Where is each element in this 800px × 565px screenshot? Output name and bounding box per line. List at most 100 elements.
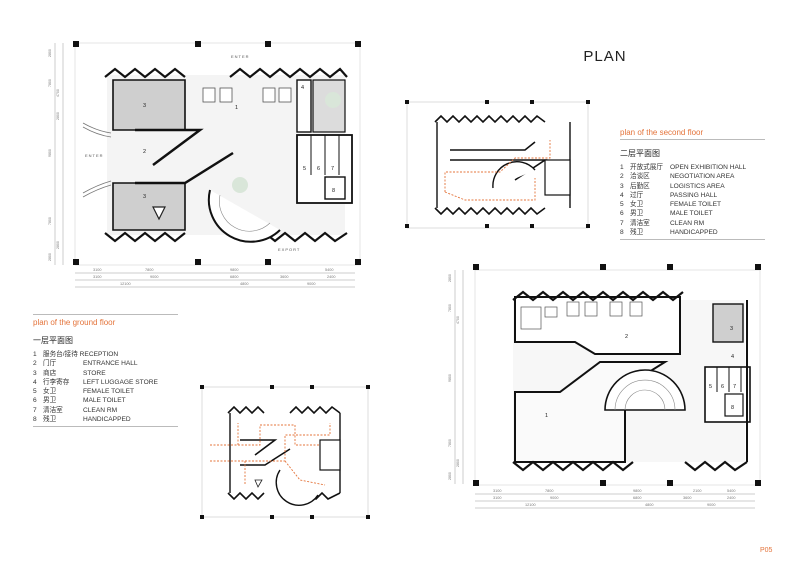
legend-divider [620, 139, 765, 140]
svg-text:4700: 4700 [56, 89, 60, 97]
circulation-route [444, 140, 551, 201]
svg-text:3100: 3100 [493, 496, 501, 500]
svg-text:4800: 4800 [240, 282, 248, 286]
legend-divider [33, 314, 178, 315]
svg-text:ENTER: ENTER [85, 153, 104, 158]
svg-text:12100: 12100 [120, 282, 131, 286]
svg-text:2400: 2400 [327, 275, 335, 279]
svg-text:2100: 2100 [693, 489, 701, 493]
svg-text:2800: 2800 [56, 241, 60, 249]
ground-floor-building [82, 67, 353, 243]
svg-text:4700: 4700 [456, 316, 460, 324]
svg-text:3100: 3100 [93, 275, 101, 279]
svg-text:9800: 9800 [633, 489, 641, 493]
svg-text:4: 4 [301, 85, 304, 91]
svg-text:9000: 9000 [150, 275, 158, 279]
ground-floor-subheading: 一层平面图 [33, 336, 73, 345]
svg-text:5: 5 [709, 384, 712, 390]
dimension-lines-bottom [475, 493, 755, 509]
svg-text:2800: 2800 [448, 472, 452, 480]
dimension-labels-bottom: 3100 7800 9800 5400 3100 9000 6800 3600 … [93, 268, 335, 286]
svg-text:2: 2 [143, 149, 146, 155]
svg-text:7800: 7800 [48, 217, 52, 225]
svg-text:8: 8 [332, 188, 335, 194]
svg-text:7800: 7800 [448, 304, 452, 312]
svg-text:6800: 6800 [230, 275, 238, 279]
dimension-labels-left: 2800 7800 4700 2800 9800 7800 2800 2800 [48, 49, 60, 261]
svg-text:7800: 7800 [448, 439, 452, 447]
svg-text:6: 6 [317, 166, 320, 172]
svg-text:3: 3 [143, 194, 146, 200]
ground-floor-plan: 2800 7800 4700 2800 9800 7800 2800 2800 … [48, 41, 361, 288]
svg-text:ENTER: ENTER [231, 54, 250, 59]
structural-columns [473, 264, 761, 486]
svg-text:3600: 3600 [280, 275, 288, 279]
svg-text:1: 1 [235, 105, 238, 111]
second-floor-heading: plan of the second floor [620, 128, 704, 137]
svg-text:9000: 9000 [550, 496, 558, 500]
second-floor-circulation-plan [405, 100, 590, 229]
ground-floor-circulation-plan [200, 385, 370, 519]
svg-text:5400: 5400 [325, 268, 333, 272]
svg-text:7: 7 [733, 384, 736, 390]
svg-text:3: 3 [143, 103, 146, 109]
svg-text:3: 3 [730, 326, 733, 332]
svg-text:9800: 9800 [448, 374, 452, 382]
svg-text:5400: 5400 [727, 489, 735, 493]
legend-divider [33, 426, 178, 428]
svg-text:3100: 3100 [493, 489, 501, 493]
dimension-lines-left [454, 270, 464, 484]
svg-text:2: 2 [625, 334, 628, 340]
svg-text:12100: 12100 [525, 503, 536, 507]
svg-text:4800: 4800 [645, 503, 653, 507]
svg-text:5: 5 [303, 166, 306, 172]
second-floor-plan: 2800 7800 4700 9800 7800 2800 2800 3100 … [448, 264, 761, 509]
dimension-lines-left [54, 43, 64, 265]
svg-text:2800: 2800 [48, 253, 52, 261]
dimension-labels-bottom: 3100 7800 9800 2100 5400 3100 9000 6800 … [493, 489, 735, 507]
second-floor-room-numbers: 1 2 3 4 5 6 7 8 [545, 326, 736, 419]
svg-text:EXPORT: EXPORT [278, 247, 300, 252]
svg-text:2800: 2800 [48, 49, 52, 57]
svg-text:3600: 3600 [683, 496, 691, 500]
svg-text:7800: 7800 [145, 268, 153, 272]
svg-text:4: 4 [731, 354, 734, 360]
svg-text:3100: 3100 [93, 268, 101, 272]
svg-text:2400: 2400 [727, 496, 735, 500]
legend-divider [620, 239, 765, 241]
page-title: PLAN [583, 48, 627, 65]
svg-text:8: 8 [731, 405, 734, 411]
svg-text:9800: 9800 [48, 149, 52, 157]
page-number: P05 [760, 547, 773, 554]
dimension-labels-left: 2800 7800 4700 9800 7800 2800 2800 [448, 274, 460, 480]
svg-text:9000: 9000 [707, 503, 715, 507]
svg-text:7800: 7800 [48, 79, 52, 87]
ground-floor-heading: plan of the ground floor [33, 318, 116, 327]
svg-text:6800: 6800 [633, 496, 641, 500]
svg-text:9800: 9800 [230, 268, 238, 272]
second-floor-building [512, 290, 751, 472]
ground-floor-entry-labels: ENTER ENTER EXPORT [85, 54, 300, 252]
svg-text:9000: 9000 [307, 282, 315, 286]
svg-text:2800: 2800 [56, 112, 60, 120]
circulation-route [210, 423, 331, 486]
structural-columns [73, 41, 361, 265]
